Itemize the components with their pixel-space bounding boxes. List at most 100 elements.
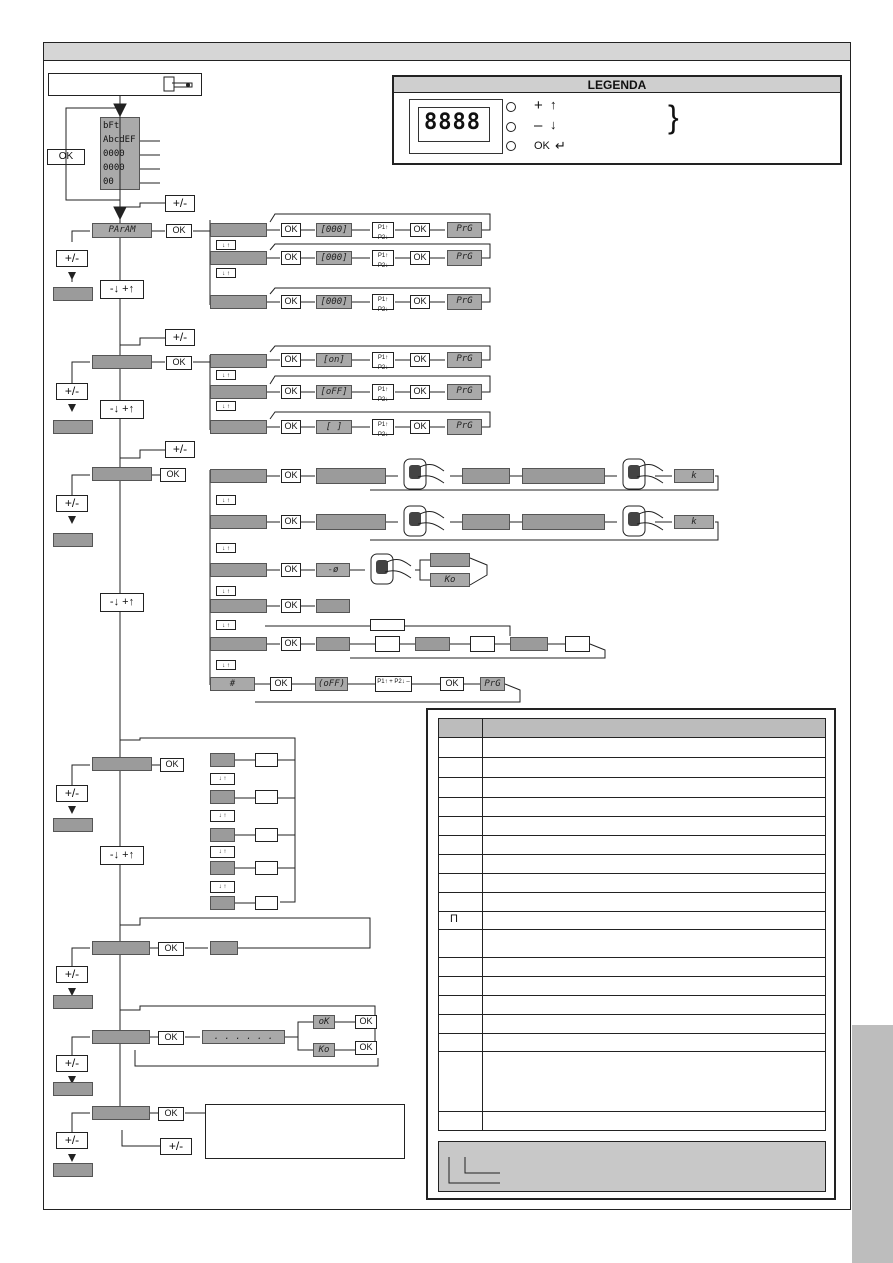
p1-p2-button[interactable]: P1↑ + P2↓ – [375,676,412,692]
ok-button[interactable]: OK [281,353,301,367]
plus-minus-button[interactable]: +/- [165,441,195,458]
up-down-button[interactable]: ↓ ↑ [216,620,236,630]
up-down-button[interactable]: ↓ ↑ [216,543,236,553]
up-down-button[interactable]: ↓ ↑ [216,660,236,670]
value-box [565,636,590,652]
display-box [430,553,470,567]
plus-minus-button[interactable]: +/- [56,250,88,267]
menu-item [53,818,93,832]
button-minus-icon[interactable] [506,122,516,132]
up-down-button[interactable]: ↓ ↑ [216,240,236,250]
ok-button[interactable]: OK [410,420,430,434]
ok-button[interactable]: OK [281,469,301,483]
button-ok-icon[interactable] [506,141,516,151]
up-down-button[interactable]: ↓ ↑ [216,268,236,278]
up-down-button[interactable]: -↓ +↑ [100,400,144,419]
off-display: (oFF) [315,677,348,691]
ok-button[interactable]: OK [281,223,301,237]
up-down-button[interactable]: -↓ +↑ [100,593,144,612]
up-down-button[interactable]: ↓ ↑ [216,370,236,380]
submenu-item [210,790,235,804]
table-row [438,977,826,996]
brace-icon: } [668,99,679,135]
ok-button[interactable]: OK [281,295,301,309]
table-row [438,1034,826,1052]
menu-item [53,995,93,1009]
value-box [375,636,400,652]
up-down-button[interactable]: ↓ ↑ [216,586,236,596]
submenu-item [210,295,267,309]
menu-item [53,1082,93,1096]
ok-button[interactable]: OK [281,420,301,434]
ok-button[interactable]: OK [355,1015,377,1029]
remote-control-icon [398,455,446,495]
submenu-item [210,251,267,265]
ok-button[interactable]: OK [158,1107,184,1121]
up-down-button[interactable]: ↓ ↑ [216,401,236,411]
ok-button[interactable]: OK [160,758,184,772]
plus-minus-button[interactable]: +/- [56,1055,88,1072]
display-box [415,637,450,651]
ok-button[interactable]: OK [281,251,301,265]
table-row [438,958,826,977]
wide-display [316,468,386,484]
ok-button[interactable]: OK [270,677,292,691]
ok-button[interactable]: OK [281,385,301,399]
table-row [438,996,826,1015]
plus-minus-button[interactable]: +/- [56,1132,88,1149]
display-box [210,941,238,955]
up-down-button[interactable]: ↓ ↑ [216,495,236,505]
ok-button[interactable]: OK [166,356,192,370]
remote-control-icon [617,455,665,495]
table-row [438,930,826,958]
table-row [438,758,826,778]
legend-box [392,75,842,165]
table-footer [438,1141,826,1192]
ok-button[interactable]: OK [410,295,430,309]
up-down-button[interactable]: ↓ ↑ [210,810,235,822]
ok-button[interactable]: OK [410,353,430,367]
p1-p2-button[interactable]: P1↑ P2↓ [372,352,394,371]
ok-button[interactable]: OK [166,224,192,238]
ok-button[interactable]: OK [158,1031,184,1045]
plus-minus-button[interactable]: +/- [165,195,195,212]
up-down-button[interactable]: ↓ ↑ [210,881,235,893]
p1-p2-button[interactable]: P1↑ P2↓ [372,222,394,241]
ok-button[interactable]: OK [410,251,430,265]
ok-button[interactable]: OK [440,677,464,691]
plus-minus-button[interactable]: +/- [56,383,88,400]
parameter-table [426,708,836,1200]
plus-minus-button[interactable]: +/- [56,495,88,512]
ok-button[interactable]: OK [281,599,301,613]
up-down-button[interactable]: ↓ ↑ [210,773,235,785]
ok-button[interactable]: OK [160,468,186,482]
button-plus-icon[interactable] [506,102,516,112]
p1-p2-button[interactable]: P1↑ P2↓ [372,250,394,269]
p1-p2-button[interactable]: P1↑ P2↓ [372,294,394,313]
plus-minus-button[interactable]: +/- [160,1138,192,1155]
ko-display: Ko [430,573,470,587]
ok-button[interactable]: OK [281,515,301,529]
p1-p2-button[interactable]: P1↑ P2↓ [372,419,394,438]
display-box [510,637,548,651]
ok-button[interactable]: OK [158,942,184,956]
plus-minus-button[interactable]: +/- [165,329,195,346]
up-down-button[interactable]: -↓ +↑ [100,846,144,865]
off-display: [oFF] [316,385,352,399]
up-down-button[interactable]: -↓ +↑ [100,280,144,299]
plus-minus-button[interactable]: +/- [56,966,88,983]
p1-p2-button[interactable]: P1↑ P2↓ [372,384,394,403]
ok-button[interactable]: OK [355,1041,377,1055]
ok-button[interactable]: OK [410,223,430,237]
table-row [438,817,826,836]
value-display: [000] [316,251,352,265]
plus-minus-button[interactable]: +/- [56,785,88,802]
ok-button[interactable]: OK [410,385,430,399]
ok-button[interactable]: OK [281,637,301,651]
ok-button[interactable]: OK [281,563,301,577]
menu-item [92,467,152,481]
up-down-button[interactable]: ↓ ↑ [210,846,235,858]
enter-arrow-icon: ↵ [555,138,566,153]
value-box [255,861,278,875]
prg-display: PrG [447,384,482,400]
